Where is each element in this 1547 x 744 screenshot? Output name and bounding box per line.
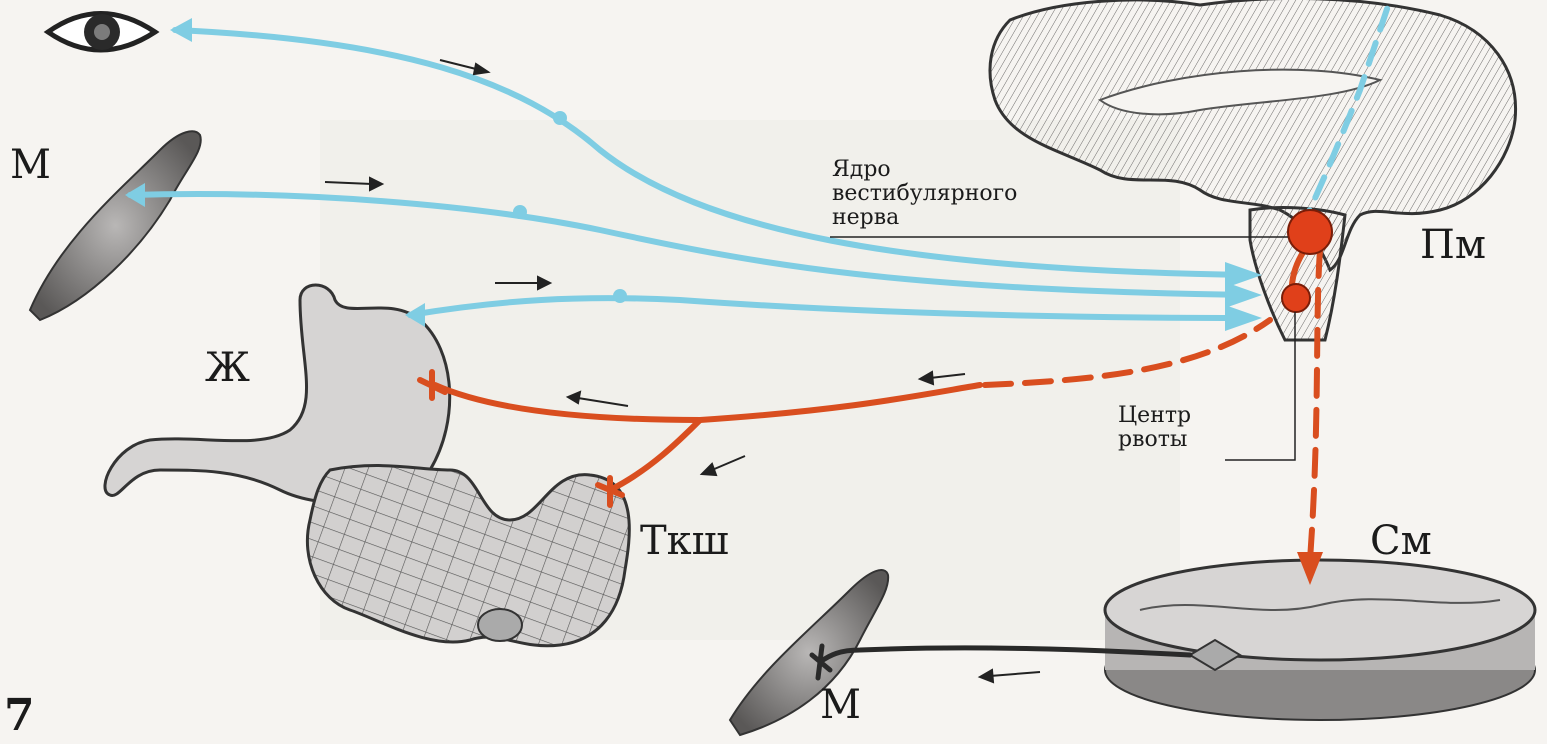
label-vestibular-line-2: вестибулярного — [832, 182, 1017, 206]
label-vomiting-line-1: Центр — [1118, 404, 1191, 428]
label-vomiting-line-2: рвоты — [1118, 428, 1191, 452]
label-vestibular-line-3: нерва — [832, 206, 1017, 230]
label-vestibular-nucleus: Ядро вестибулярного нерва — [832, 158, 1017, 230]
label-muscle-top: М — [10, 142, 51, 188]
figure-number: 7 — [4, 690, 35, 741]
label-spinal-cord: См — [1370, 518, 1432, 564]
vomiting-center-dot — [1282, 284, 1310, 312]
label-stomach: Ж — [205, 345, 250, 391]
vestibular-nucleus-dot — [1288, 210, 1332, 254]
label-muscle-bottom: М — [820, 682, 861, 728]
label-vomiting-center: Центр рвоты — [1118, 404, 1191, 452]
spinal-cord-shape — [1105, 560, 1535, 720]
eye-icon — [48, 14, 155, 51]
muscle-top-shape — [30, 131, 201, 320]
label-vestibular-line-1: Ядро — [832, 158, 1017, 182]
label-medulla: Пм — [1420, 222, 1486, 268]
label-intestine: Ткш — [640, 518, 729, 564]
